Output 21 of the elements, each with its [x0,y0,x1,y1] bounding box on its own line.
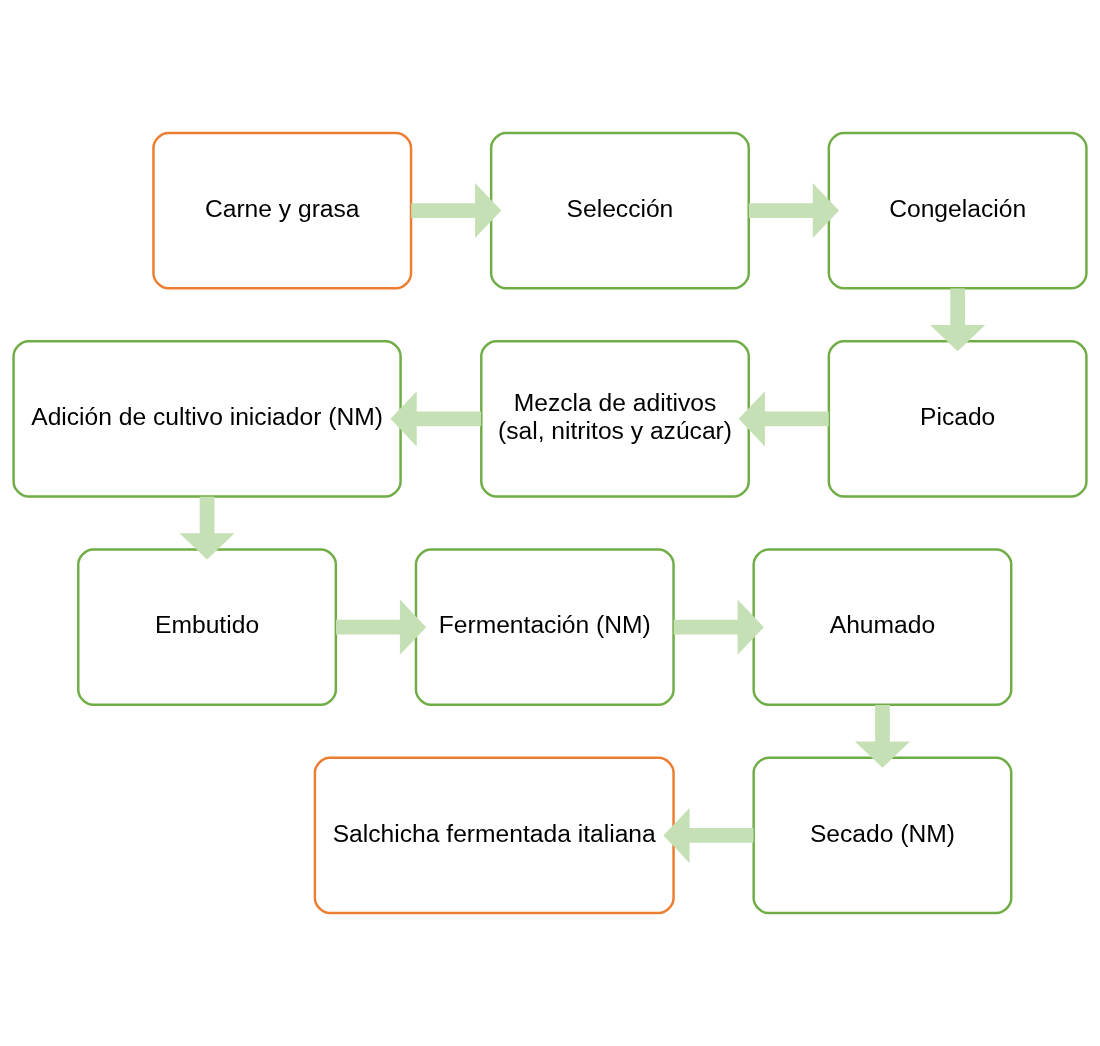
arrow [854,705,910,768]
arrow [738,391,829,447]
node-box: Carne y grasa [152,131,413,290]
arrow [930,288,986,352]
arrow [179,496,235,560]
node-box: Mezcla de aditivos (sal, nitritos y azúcar) [480,339,750,498]
node-box: Picado [827,339,1088,498]
arrow [390,391,482,447]
node-box: Salchicha fermentada italiana [313,756,675,915]
arrow [411,183,502,239]
arrow [748,183,839,239]
node-box: Secado (NM) [752,756,1013,915]
node-box: Selección [489,131,750,290]
arrow [663,807,754,863]
node-box: Adición de cultivo iniciador (NM) [12,339,402,498]
arrow [336,599,427,655]
node-box: Congelación [827,131,1088,290]
node-box: Embutido [77,548,338,706]
arrow [673,599,764,655]
node-box: Fermentación (NM) [414,548,675,706]
node-box: Ahumado [752,548,1013,706]
